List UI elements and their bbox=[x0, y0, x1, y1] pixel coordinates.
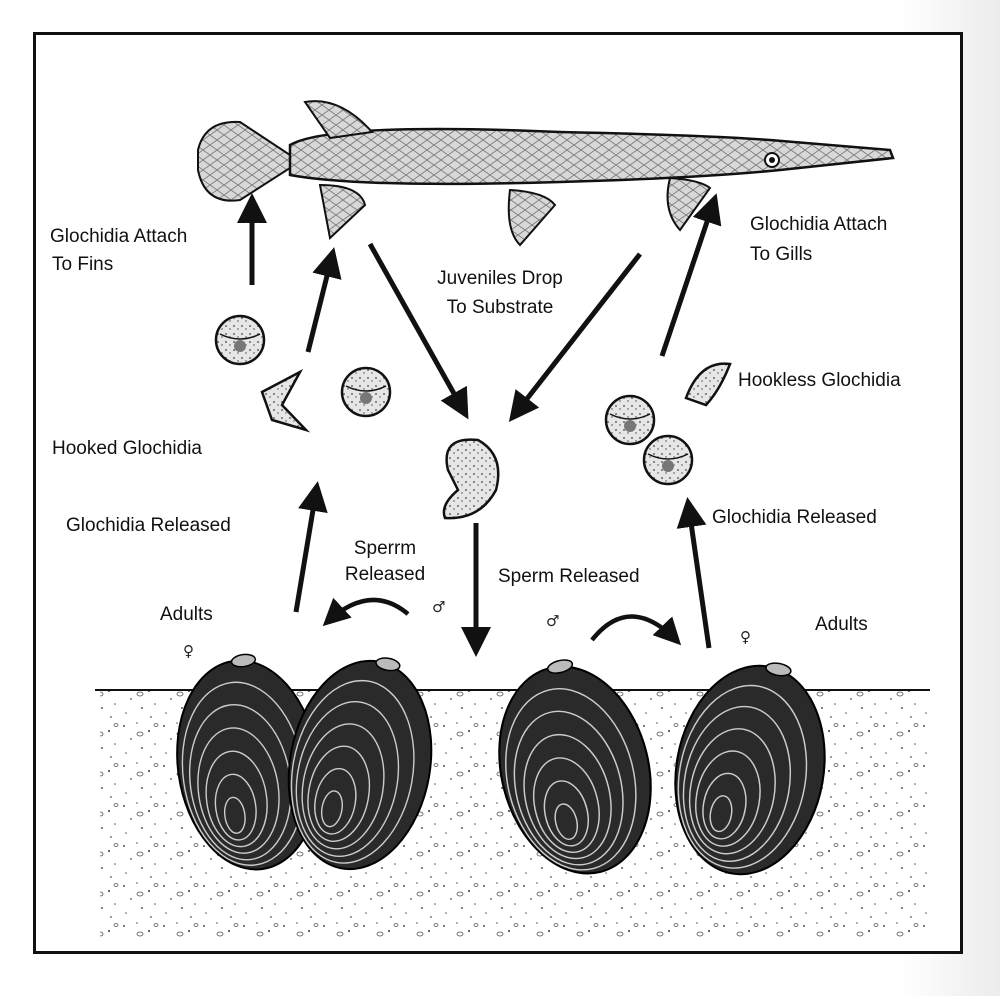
arrow-icon bbox=[659, 193, 722, 357]
arrow-icon bbox=[508, 252, 642, 422]
label-hooked-glochidia: Hooked Glochidia bbox=[52, 438, 202, 459]
hooked-glochidia bbox=[214, 314, 392, 433]
open-glochidia-icon bbox=[260, 368, 311, 433]
arrow-icon bbox=[305, 247, 342, 353]
label-sperm-left-1: Sperrm bbox=[353, 538, 417, 559]
label-juveniles-2: To Substrate bbox=[446, 297, 554, 318]
female-symbol-right: ♀ bbox=[740, 628, 751, 646]
label-sperm-right: Sperm Released bbox=[498, 566, 640, 587]
arrow-icon bbox=[676, 497, 712, 649]
label-glochidia-released-left: Glochidia Released bbox=[66, 515, 231, 536]
curved-arrow-icon bbox=[590, 614, 682, 646]
label-juveniles-1: Juveniles Drop bbox=[437, 268, 563, 289]
glochidia-icon bbox=[604, 394, 656, 446]
label-attach-gills-2: To Gills bbox=[750, 244, 813, 265]
male-symbol-left: ♂ bbox=[432, 598, 446, 616]
curved-arrow-icon bbox=[322, 597, 410, 627]
label-glochidia-released-right: Glochidia Released bbox=[712, 507, 877, 528]
label-adults-right: Adults bbox=[815, 614, 868, 635]
arrow-icon bbox=[293, 481, 328, 613]
arrow-icon bbox=[367, 242, 469, 420]
gar-fish-icon bbox=[197, 100, 895, 247]
label-attach-fins-1: Glochidia Attach bbox=[50, 226, 188, 247]
glochidia-icon bbox=[642, 434, 694, 486]
glochidia-icon bbox=[340, 366, 392, 418]
arrows bbox=[237, 193, 722, 657]
label-adults-left: Adults bbox=[160, 604, 213, 625]
open-glochidia-icon bbox=[684, 362, 732, 407]
male-symbol-right: ♂ bbox=[546, 612, 560, 630]
label-hookless-glochidia: Hookless Glochidia bbox=[738, 370, 901, 391]
female-symbol-left: ♀ bbox=[183, 642, 194, 660]
label-sperm-left-2: Released bbox=[344, 564, 426, 585]
glochidia-icon bbox=[214, 314, 266, 366]
juvenile-mussel-icon bbox=[442, 438, 500, 520]
label-attach-gills-1: Glochidia Attach bbox=[750, 214, 888, 235]
label-attach-fins-2: To Fins bbox=[52, 254, 114, 275]
hookless-glochidia bbox=[604, 362, 732, 486]
